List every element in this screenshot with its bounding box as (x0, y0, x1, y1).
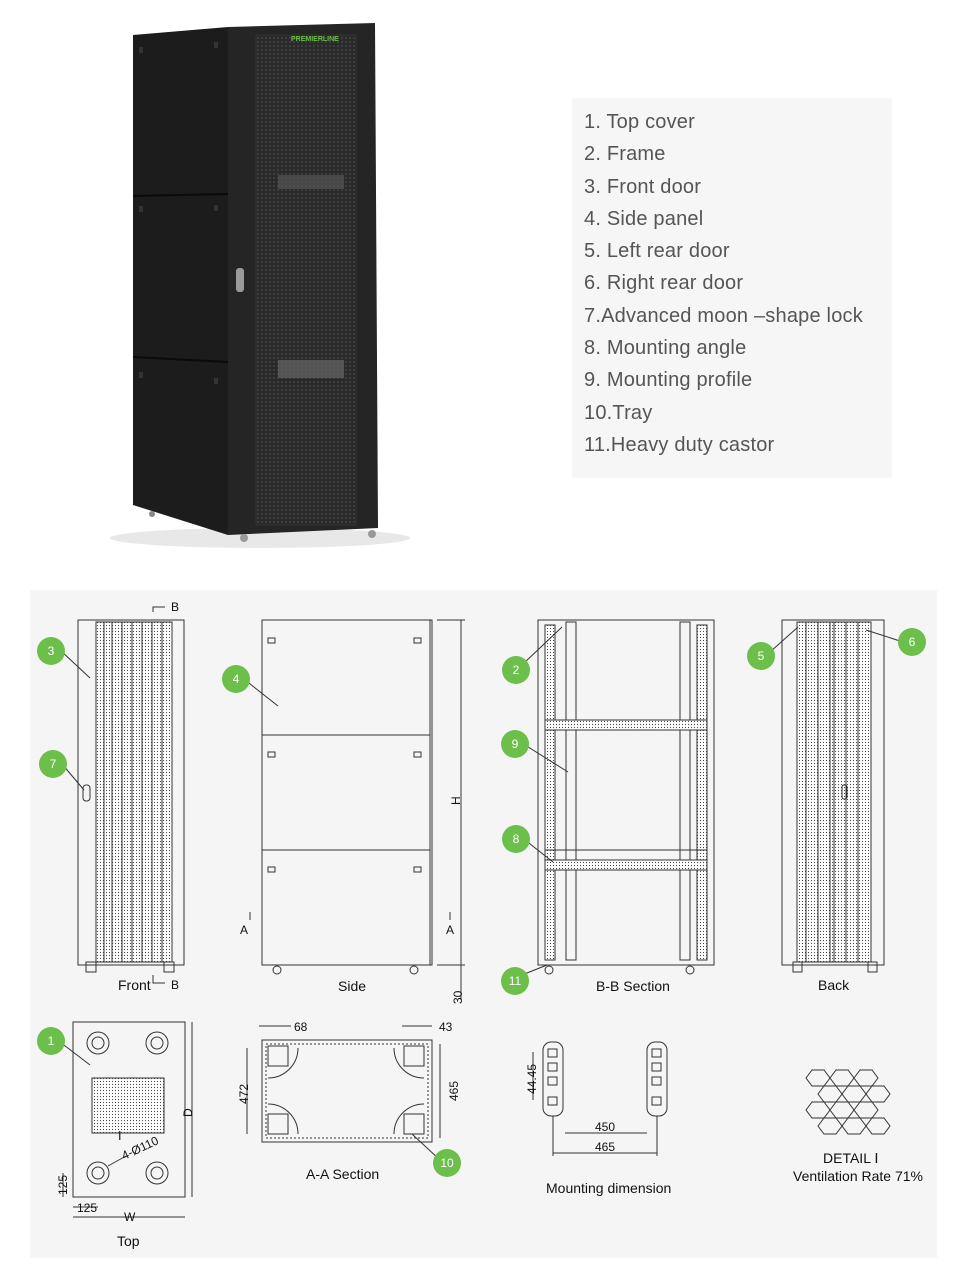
part-item: 7.Advanced moon –shape lock (584, 304, 863, 327)
callout-badge-1: 1 (37, 1027, 91, 1066)
dim-30: 30 (451, 990, 465, 1004)
svg-text:8: 8 (513, 832, 520, 846)
part-item: 11.Heavy duty castor (584, 433, 775, 456)
dim-43: 43 (439, 1020, 453, 1034)
callout-badge-10: 10 (411, 1133, 461, 1177)
back-view (781, 619, 885, 973)
section-mark-b-bottom: B (171, 978, 179, 992)
cabinet-photo: PREMIERLINE (110, 23, 410, 548)
svg-text:1: 1 (48, 1034, 55, 1048)
callout-badge-6: 6 (865, 628, 926, 656)
svg-text:9: 9 (512, 737, 519, 751)
callout-badge-7: 7 (39, 750, 85, 791)
section-mark-b-top: B (171, 600, 179, 614)
front-view-label: Front (118, 977, 151, 993)
callout-badge-5: 5 (747, 626, 799, 670)
side-view-label: Side (338, 978, 366, 994)
part-item: 3. Front door (584, 175, 702, 198)
svg-text:3: 3 (48, 644, 55, 658)
mounting-dimension-label: Mounting dimension (546, 1180, 671, 1196)
callout-badge-11: 11 (501, 964, 548, 995)
section-mark-a-left: A (240, 923, 248, 937)
dim-w: W (124, 1210, 136, 1224)
dim-d: D (181, 1108, 195, 1117)
part-item: 2. Frame (584, 143, 666, 166)
top-view (62, 1021, 193, 1218)
svg-text:7: 7 (50, 757, 57, 771)
svg-text:10: 10 (440, 1156, 454, 1170)
dim-450: 450 (595, 1120, 615, 1134)
brand-logo: PREMIERLINE (291, 36, 339, 43)
part-item: 9. Mounting profile (584, 369, 753, 392)
dim-465-side: 465 (447, 1081, 461, 1101)
bb-section-label: B-B Section (596, 978, 670, 994)
dim-detail-mark: Ⅰ (118, 1129, 122, 1143)
dim-465-mount: 465 (595, 1140, 615, 1154)
back-view-label: Back (818, 977, 850, 993)
dim-472: 472 (237, 1084, 251, 1104)
part-item: 10.Tray (584, 401, 653, 424)
callout-badge-8: 8 (502, 825, 554, 863)
dim-4445: 44.45 (525, 1064, 539, 1094)
ventilation-detail-view (805, 1069, 891, 1135)
part-item: 5. Left rear door (584, 240, 730, 263)
svg-text:4: 4 (233, 672, 240, 686)
svg-text:2: 2 (513, 663, 520, 677)
part-item: 8. Mounting angle (584, 337, 747, 360)
parts-list: 1. Top cover 2. Frame 3. Front door 4. S… (572, 98, 892, 461)
callout-badge-3: 3 (37, 637, 91, 679)
dim-125-vertical: 125 (56, 1175, 70, 1195)
aa-section-view (246, 1025, 441, 1143)
dim-hole: 4-Ø110 (119, 1133, 161, 1162)
section-mark-a-right: A (446, 923, 454, 937)
mounting-dimension-view (532, 1041, 668, 1156)
ventilation-rate-label: Ventilation Rate 71% (793, 1168, 923, 1184)
callout-badges: 3 7 4 2 9 8 11 5 6 1 10 (37, 626, 926, 1177)
callout-badge-9: 9 (501, 730, 569, 773)
detail-label: DETAIL Ⅰ (823, 1150, 878, 1166)
svg-text:6: 6 (909, 635, 916, 649)
svg-text:11: 11 (509, 974, 522, 988)
dim-125-horizontal: 125 (77, 1201, 97, 1215)
technical-drawings-panel (30, 590, 937, 1258)
top-view-label: Top (117, 1233, 140, 1249)
callout-badge-4: 4 (222, 665, 279, 707)
parts-list-panel: 1. Top cover 2. Frame 3. Front door 4. S… (572, 98, 892, 478)
aa-section-label: A-A Section (306, 1166, 379, 1182)
side-view (249, 619, 465, 1000)
callout-badge-2: 2 (502, 626, 563, 684)
bb-section-view (537, 619, 715, 975)
part-item: 6. Right rear door (584, 272, 744, 295)
dim-68: 68 (294, 1020, 308, 1034)
front-view (77, 606, 185, 984)
part-item: 4. Side panel (584, 207, 704, 230)
svg-text:5: 5 (758, 649, 765, 663)
part-item: 1. Top cover (584, 111, 695, 133)
dim-h: H (449, 796, 463, 805)
